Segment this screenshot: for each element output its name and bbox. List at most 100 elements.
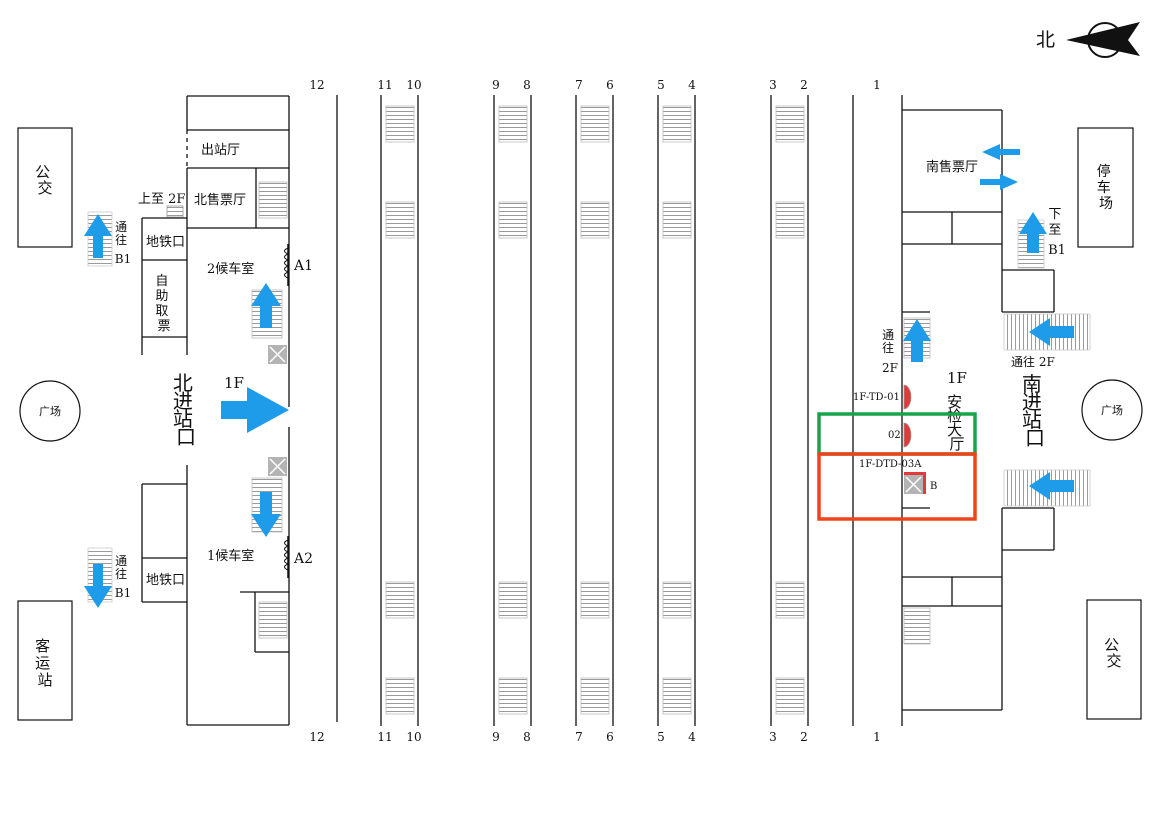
track-number-top-4: 4 [688, 78, 696, 92]
compass-north-label: 北 [1036, 29, 1055, 51]
up-to-2f-label: 上至 2F [138, 192, 185, 207]
compass: 北 [1036, 22, 1140, 58]
north-bottom-stair [258, 601, 288, 639]
parking-lot [1077, 127, 1134, 248]
track-number-top-8: 8 [523, 78, 531, 92]
to-2f-label-left: 通 往 2F [882, 328, 898, 375]
stair [662, 581, 692, 619]
track-number-top-10: 10 [406, 78, 421, 92]
arrow-up-icon [903, 319, 931, 362]
track-number-bottom-11: 11 [377, 730, 392, 744]
track-number-top-1: 1 [873, 78, 881, 92]
track-number-top-5: 5 [657, 78, 665, 92]
north-building [141, 95, 290, 726]
track-number-top-9: 9 [492, 78, 500, 92]
down-to-b1-label: 下 至 B1 [1048, 207, 1066, 258]
door-02-icon [903, 422, 912, 448]
highlight-box-red [817, 452, 977, 521]
arrow-down-icon [251, 492, 281, 537]
stairs-up-2f-icon [166, 205, 184, 218]
bus-stop-se [1086, 599, 1142, 720]
stair [662, 105, 692, 143]
floor-1f-label-south: 1F [947, 369, 967, 387]
track-number-bottom-8: 8 [523, 730, 531, 744]
track-number-bottom-12: 12 [309, 730, 324, 744]
plaza-north-label: 广场 [39, 404, 61, 418]
stair [498, 677, 528, 715]
door-1f-td-01-label: 1F-TD-01 [853, 392, 900, 403]
to-b1-label-bottom: 通 往 B1 [115, 554, 131, 600]
arrow-left-icon [1029, 472, 1074, 500]
waiting-room-1-label: 1候车室 [207, 548, 254, 564]
stair [580, 677, 610, 715]
stair [662, 677, 692, 715]
south-building [901, 95, 1055, 726]
stair [775, 105, 805, 143]
gate-a1 [284, 244, 290, 286]
north-entrance-label: 北 进 站 口 [173, 371, 199, 449]
metro-entrance-label-bottom: 地铁口 [146, 573, 185, 588]
stair [662, 201, 692, 239]
metro-entrance-label-top: 地铁口 [146, 235, 185, 250]
door-b-label: B [930, 481, 937, 492]
track-number-bottom-4: 4 [688, 730, 696, 744]
to-2f-label-right: 通往 2F [1011, 354, 1055, 369]
track-number-top-3: 3 [769, 78, 777, 92]
track-number-bottom-9: 9 [492, 730, 500, 744]
stair [498, 105, 528, 143]
north-ticket-hall-label: 北售票厅 [194, 192, 246, 208]
gate-a2 [284, 536, 290, 578]
door-1f-td-01-icon [903, 384, 912, 410]
stair [385, 105, 415, 143]
coach-station [17, 600, 73, 721]
track-number-bottom-6: 6 [606, 730, 614, 744]
gate-a1-label: A1 [293, 258, 313, 274]
compass-arrow-icon [1066, 22, 1140, 56]
arrow-up-icon [251, 283, 281, 328]
south-entrance-label: 南 进 站 口 [1022, 372, 1048, 450]
entrance-arrow-right-icon [221, 387, 289, 433]
stair [498, 581, 528, 619]
stair [775, 201, 805, 239]
gate-a2-label: A2 [293, 551, 313, 567]
track-lines [336, 95, 854, 726]
floor-1f-label-north: 1F [224, 374, 244, 392]
door-02-label: 02 [888, 430, 901, 441]
stair [385, 201, 415, 239]
self-service-ticket-label: 自 助 取 票 [155, 274, 172, 334]
track-number-bottom-3: 3 [769, 730, 777, 744]
stair [580, 105, 610, 143]
parking-lot-label: 停 车 场 [1097, 163, 1115, 212]
arrow-up-icon [1019, 212, 1047, 253]
plaza-south [1081, 379, 1143, 441]
track-number-top-12: 12 [309, 78, 324, 92]
platform-stairs [385, 105, 805, 715]
arrow-left-icon [982, 144, 1020, 160]
south-ticket-hall-label: 南售票厅 [926, 159, 978, 175]
stair [775, 677, 805, 715]
bus-stop-nw [17, 127, 73, 248]
elevator-icon [268, 457, 287, 476]
stair [385, 677, 415, 715]
elevator-icon [268, 345, 287, 364]
stair [498, 201, 528, 239]
stair [385, 581, 415, 619]
stair [775, 581, 805, 619]
track-number-bottom-7: 7 [575, 730, 583, 744]
track-number-top-6: 6 [606, 78, 614, 92]
track-number-bottom-2: 2 [800, 730, 808, 744]
stair [580, 581, 610, 619]
arrow-down-icon [84, 564, 112, 608]
arrow-up-icon [84, 214, 112, 258]
bus-stop-nw-label: 公 交 [35, 163, 55, 197]
coach-station-label: 客 运 站 [35, 637, 55, 689]
waiting-room-2-label: 2候车室 [207, 261, 254, 277]
plaza-north [19, 380, 81, 442]
elevator-b-icon [904, 472, 926, 494]
plaza-south-label: 广场 [1101, 403, 1123, 417]
track-number-bottom-5: 5 [657, 730, 665, 744]
door-1f-dtd-03a-label: 1F-DTD-03A [859, 459, 922, 470]
